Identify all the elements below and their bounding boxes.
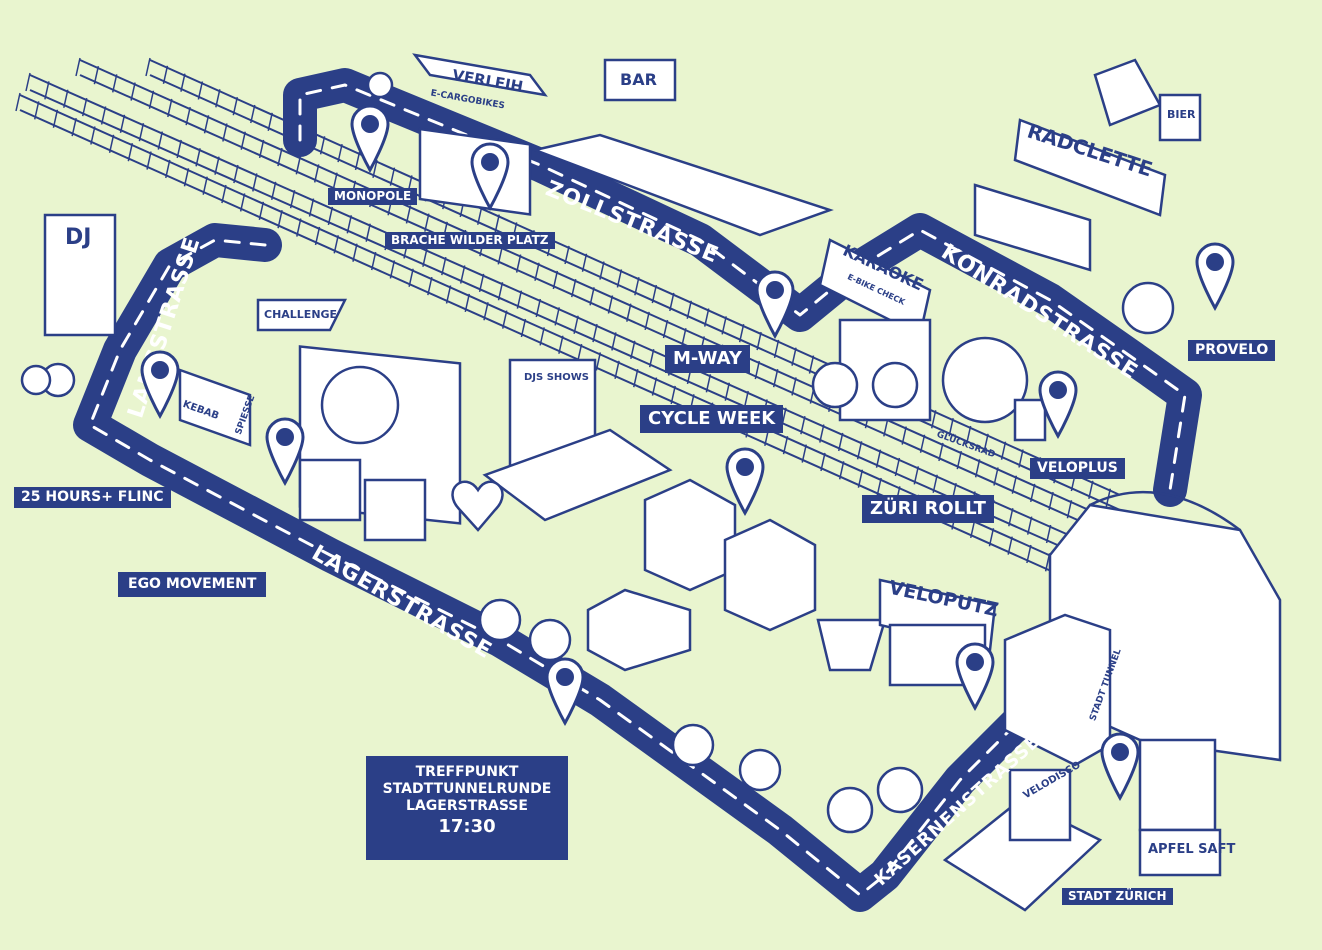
map-pin-icon[interactable]: [955, 640, 995, 716]
sign-dj: DJ: [65, 225, 92, 250]
sign-djs-shows: DJS SHOWS: [524, 372, 590, 383]
label-stadt-zuerich[interactable]: STADT ZÜRICH: [1062, 888, 1173, 906]
label-m-way[interactable]: M-WAY: [665, 345, 750, 373]
map-pin-icon[interactable]: [1100, 730, 1140, 806]
label-provelo[interactable]: PROVELO: [1188, 340, 1276, 362]
label-veloplus[interactable]: VELOPLUS: [1030, 458, 1125, 480]
map-pin-icon[interactable]: [545, 655, 585, 731]
label-ego-movement[interactable]: EGO MOVEMENT: [118, 572, 267, 598]
meeting-line-2: STADTTUNNELRUNDE: [382, 781, 552, 797]
meeting-line-3: LAGERSTRASSE: [406, 798, 528, 814]
sign-bier: BIER: [1167, 108, 1196, 121]
map-pin-icon[interactable]: [725, 445, 765, 521]
label-zueri-rollt[interactable]: ZÜRI ROLLT: [862, 495, 994, 523]
heart-icon: [451, 480, 504, 532]
label-cycle-week[interactable]: CYCLE WEEK: [640, 405, 784, 433]
sign-challenge: CHALLENGE: [264, 308, 338, 321]
illustrations: [20, 53, 1282, 912]
meeting-line-1: TREFFPUNKT: [415, 764, 519, 780]
sign-apfelsaft: APFEL SAFT: [1148, 842, 1236, 857]
map-pin-icon[interactable]: [1195, 240, 1235, 316]
meeting-point-box[interactable]: TREFFPUNKT STADTTUNNELRUNDE LAGERSTRASSE…: [366, 756, 568, 860]
map-pin-icon[interactable]: [755, 268, 795, 344]
label-brache-wilder-platz[interactable]: BRACHE WILDER PLATZ: [385, 232, 555, 250]
sign-bar: BAR: [620, 70, 657, 89]
label-25hours-flinc[interactable]: 25 HOURS+ FLINC: [14, 487, 171, 509]
map-pin-icon[interactable]: [265, 415, 305, 491]
meeting-time: 17:30: [438, 816, 496, 837]
map-pin-icon[interactable]: [1038, 368, 1078, 444]
map-pin-icon[interactable]: [140, 348, 180, 424]
label-monopole[interactable]: MONOPOLE: [328, 188, 418, 206]
map-pin-icon[interactable]: [350, 102, 390, 178]
map-pin-icon[interactable]: [470, 140, 510, 216]
